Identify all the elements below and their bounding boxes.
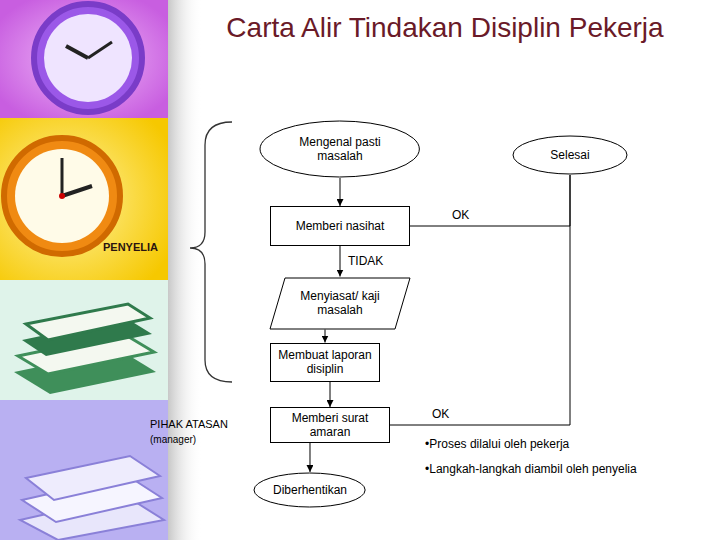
page-shadow [168, 0, 202, 540]
note-text: •Langkah-langkah diambil oleh penyelia [425, 462, 637, 476]
flow-connector [410, 175, 570, 226]
flow-connector [309, 443, 310, 472]
edge-label: OK [450, 208, 471, 222]
node-text: Memberi nasihat [296, 219, 385, 233]
input-parallelogram: Menyiasat/ kaji masalah [269, 277, 411, 330]
yellow-panel [0, 118, 168, 280]
flow-connector [340, 246, 341, 277]
terminator-ellipse: Mengenal pasti masalah [259, 120, 420, 178]
process-box: Membuat laporan disiplin [270, 343, 380, 382]
orange-clock [4, 138, 120, 254]
terminator-ellipse: Selesai [512, 135, 628, 175]
lavender-books [20, 456, 164, 540]
diagram-title: Carta Alir Tindakan Disiplin Pekerja [225, 12, 665, 44]
node-text: Menyiasat/ kaji masalah [290, 289, 390, 317]
purple-panel [0, 0, 168, 118]
lavender-panel [0, 400, 168, 540]
node-text: Mengenal pasti masalah [286, 135, 394, 163]
purple-clock [34, 4, 142, 112]
process-box: Memberi surat amaran [270, 407, 390, 443]
group-sublabel: (manager) [150, 434, 196, 445]
group-label: PENYELIA [103, 241, 158, 253]
edge-label: TIDAK [346, 254, 385, 268]
node-text: Membuat laporan disiplin [276, 348, 374, 376]
node-text: Memberi surat amaran [280, 411, 380, 439]
flow-connector [340, 178, 341, 206]
terminator-ellipse: Diberhentikan [253, 472, 366, 508]
green-books [14, 304, 156, 394]
group-label: PIHAK ATASAN [150, 418, 228, 430]
flow-connector [390, 175, 570, 425]
flow-connector [325, 330, 326, 343]
mint-panel [0, 280, 168, 400]
flow-connector [330, 382, 331, 408]
edge-label: OK [430, 407, 451, 421]
process-box: Memberi nasihat [270, 206, 410, 246]
curly-brace [190, 122, 232, 382]
node-text: Diberhentikan [273, 483, 347, 497]
node-text: Selesai [550, 148, 589, 162]
note-text: •Proses dilalui oleh pekerja [425, 437, 569, 451]
